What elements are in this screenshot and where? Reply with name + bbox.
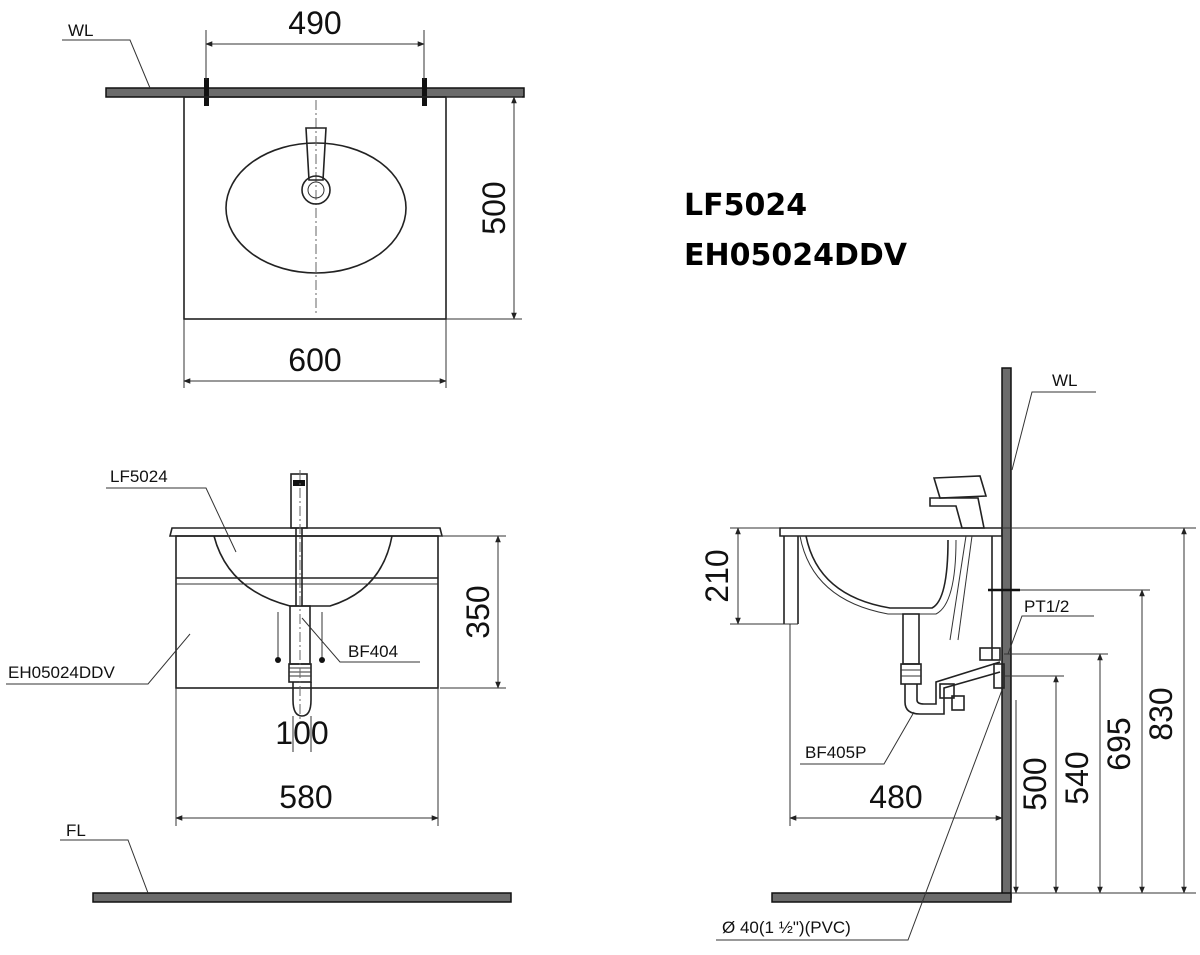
- front-cabinet-leader: [6, 633, 191, 685]
- side-faucet: [929, 475, 988, 641]
- front-cabinet-label: EH05024DDV: [8, 663, 115, 682]
- front-floor-leader: [60, 839, 149, 894]
- side-trap-label: BF405P: [805, 743, 866, 762]
- dim-480: 480: [869, 779, 922, 815]
- side-basin-section: [805, 535, 949, 609]
- dim-540: 540: [1059, 751, 1095, 804]
- dim-695: 695: [1101, 717, 1137, 770]
- side-wall-label: WL: [1052, 371, 1078, 390]
- dim-600: 600: [288, 342, 341, 378]
- dim-350: 350: [460, 585, 496, 638]
- dim-100: 100: [275, 715, 328, 751]
- side-trap-leader: [800, 711, 915, 765]
- dim-830: 830: [1143, 687, 1179, 740]
- front-countertop: [168, 527, 444, 537]
- side-view: WL: [699, 367, 1196, 941]
- front-view: LF5024 EH05024DDV BF404 350 100 580 FL: [6, 467, 512, 903]
- model-title-2: EH05024DDV: [684, 238, 908, 273]
- front-drain-leader: [301, 617, 420, 663]
- side-wall: [1001, 367, 1012, 899]
- top-wall-leader: [62, 39, 151, 89]
- side-supply-label: PT1/2: [1024, 597, 1069, 616]
- bracket-right: [422, 78, 427, 106]
- bracket-left: [204, 78, 209, 106]
- side-countertop: [779, 527, 1003, 537]
- front-drain-label: BF404: [348, 642, 398, 661]
- dim-490: 490: [288, 5, 341, 41]
- front-basin-bowl: [213, 535, 393, 607]
- front-cabinet: [175, 535, 439, 689]
- front-floor-bar: [92, 892, 512, 903]
- dim-500-side: 500: [1017, 757, 1053, 810]
- side-drain-trap: [900, 613, 1005, 715]
- top-vanity-outline: [183, 96, 447, 320]
- side-pipe-label: Ø 40(1 ½")(PVC): [722, 918, 851, 937]
- dim-210: 210: [699, 549, 735, 602]
- side-wall-leader: [1011, 391, 1096, 471]
- top-view: WL 490 500 600: [62, 5, 525, 388]
- top-faucet: [301, 127, 331, 205]
- model-title-1: LF5024: [684, 188, 807, 223]
- top-wall-label: WL: [68, 21, 94, 40]
- side-supply-leader: [1007, 615, 1094, 655]
- front-floor-label: FL: [66, 821, 86, 840]
- side-floor: [771, 892, 1012, 903]
- front-faucet: [290, 473, 308, 606]
- side-pipe-leader: [716, 689, 1003, 941]
- dim-580: 580: [279, 779, 332, 815]
- top-wall-bar: [105, 87, 525, 98]
- dim-500-top: 500: [476, 181, 512, 234]
- front-basin-label: LF5024: [110, 467, 168, 486]
- front-basin-leader: [106, 487, 237, 553]
